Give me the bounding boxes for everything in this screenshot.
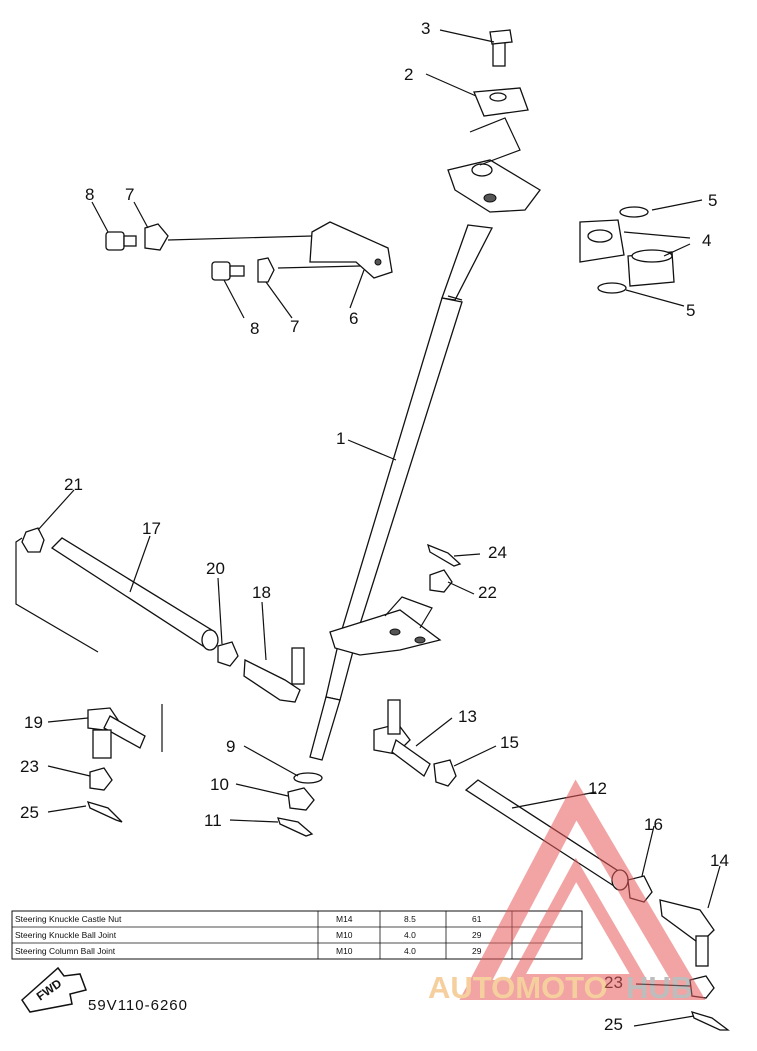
callout-5-top: 5: [708, 191, 717, 210]
watermark-logo: AUTOMOTO HUB: [428, 779, 706, 1005]
callout-16: 16: [644, 815, 663, 834]
watermark-text-hub: HUB: [626, 970, 693, 1005]
callout-14: 14: [710, 851, 729, 870]
table-row-1-thread: M14: [336, 914, 353, 924]
callout-24: 24: [488, 543, 507, 562]
callout-23-left: 23: [20, 757, 39, 776]
callout-20: 20: [206, 559, 225, 578]
callout-9: 9: [226, 737, 235, 756]
table-row-3-thread: M10: [336, 946, 353, 956]
table-row-2-kgm: 4.0: [404, 930, 416, 940]
table-row-3-name: Steering Column Ball Joint: [15, 946, 116, 956]
diagram-code: 59V110-6260: [88, 997, 188, 1014]
callout-15: 15: [500, 733, 519, 752]
watermark-text: AUTOMOTO: [428, 970, 608, 1005]
column-fasteners: [277, 543, 462, 837]
callout-11: 11: [204, 811, 222, 830]
steering-column: [309, 224, 494, 761]
table-row-2-thread: M10: [336, 930, 353, 940]
callout-10: 10: [210, 775, 229, 794]
callout-17: 17: [142, 519, 161, 538]
pitman-arm: [105, 221, 393, 283]
callout-19: 19: [24, 713, 43, 732]
left-tie-rod: [15, 527, 305, 823]
callout-6: 6: [349, 309, 358, 328]
upper-bracket: [447, 29, 541, 213]
callout-12: 12: [588, 779, 607, 798]
callout-8-bottom: 8: [250, 319, 259, 338]
callout-8-top: 8: [85, 185, 94, 204]
bushings: [579, 206, 675, 294]
callout-7-bottom: 7: [290, 317, 299, 336]
table-row-2-name: Steering Knuckle Ball Joint: [15, 930, 117, 940]
callout-1: 1: [336, 429, 345, 448]
table-row-1-name: Steering Knuckle Castle Nut: [15, 914, 122, 924]
callout-2: 2: [404, 65, 413, 84]
table-row-3-ftlb: 29: [472, 946, 482, 956]
callout-7-top: 7: [125, 185, 134, 204]
callout-21: 21: [64, 475, 83, 494]
forward-arrow-icon: FWD: [21, 966, 87, 1013]
lower-flange: [329, 596, 442, 656]
table-row-2-ftlb: 29: [472, 930, 482, 940]
callout-22: 22: [478, 583, 497, 602]
callout-25-left: 25: [20, 803, 39, 822]
callout-3: 3: [421, 19, 430, 38]
callout-labels: 3 2 8 7 8 7 6 5 4 5 1 21 17 20 18 24 22 …: [20, 19, 729, 1034]
callout-4: 4: [702, 231, 711, 250]
table-row-1-kgm: 8.5: [404, 914, 416, 924]
callout-18: 18: [252, 583, 271, 602]
table-row-3-kgm: 4.0: [404, 946, 416, 956]
callout-13: 13: [458, 707, 477, 726]
callout-5-bottom: 5: [686, 301, 695, 320]
callout-25-right: 25: [604, 1015, 623, 1034]
table-row-1-ftlb: 61: [472, 914, 482, 924]
